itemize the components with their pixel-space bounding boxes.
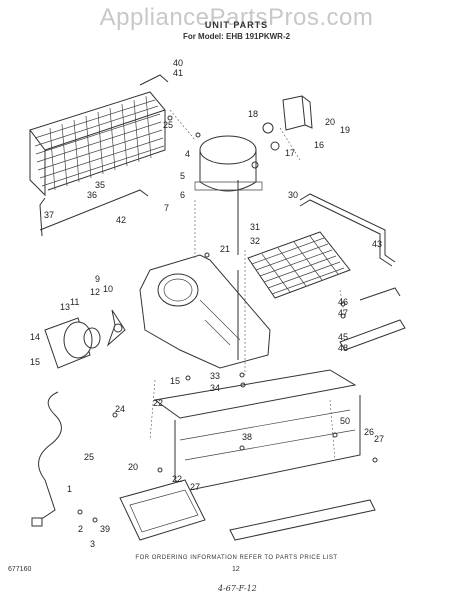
callout: 45 bbox=[338, 332, 348, 342]
callout: 19 bbox=[340, 125, 350, 135]
callout: 20 bbox=[325, 117, 335, 127]
callout: 10 bbox=[103, 284, 113, 294]
model-line: For Model: EHB 191PKWR-2 bbox=[182, 32, 291, 41]
callout: 13 bbox=[60, 302, 70, 312]
callout: 25 bbox=[84, 452, 94, 462]
page-number: 12 bbox=[232, 566, 240, 573]
callout: 31 bbox=[250, 222, 260, 232]
callout: 22 bbox=[172, 474, 182, 484]
callout: 48 bbox=[338, 343, 348, 353]
callout: 40 bbox=[173, 58, 183, 68]
watermark-text: AppliancePartsPros.com bbox=[99, 4, 374, 31]
callout: 17 bbox=[285, 148, 295, 158]
callout: 37 bbox=[44, 210, 54, 220]
callout: 18 bbox=[248, 109, 258, 119]
callout: 2 bbox=[78, 524, 83, 534]
diagram-title: UNIT PARTS bbox=[204, 20, 269, 30]
handwritten-note: 4-67-F-12 bbox=[218, 584, 257, 593]
callout-labels: 40 41 25 18 20 19 16 17 4 5 6 35 36 30 7… bbox=[30, 58, 384, 549]
callout: 15 bbox=[170, 376, 180, 386]
callout: 16 bbox=[314, 140, 324, 150]
callout: 34 bbox=[210, 383, 220, 393]
small-fasteners bbox=[77, 115, 378, 523]
callout: 14 bbox=[30, 332, 40, 342]
callout: 11 bbox=[70, 297, 79, 307]
callout: 6 bbox=[180, 190, 185, 200]
callout: 7 bbox=[164, 203, 169, 213]
ordering-note: FOR ORDERING INFORMATION REFER TO PARTS … bbox=[135, 555, 338, 561]
callout: 26 bbox=[364, 427, 374, 437]
callout: 27 bbox=[190, 482, 200, 492]
water-tube-bracket bbox=[339, 287, 406, 351]
callout: 4 bbox=[185, 149, 190, 159]
drain-tube bbox=[237, 180, 246, 375]
callout: 27 bbox=[374, 434, 384, 444]
callout: 47 bbox=[338, 308, 348, 318]
callout: 43 bbox=[372, 239, 382, 249]
callout: 46 bbox=[338, 297, 348, 307]
condenser-coil bbox=[247, 231, 351, 299]
callout: 42 bbox=[116, 215, 126, 225]
callout: 15 bbox=[30, 357, 40, 367]
callout: 32 bbox=[250, 236, 260, 246]
callout: 36 bbox=[87, 190, 97, 200]
callout: 21 bbox=[220, 244, 230, 254]
callout: 50 bbox=[340, 416, 350, 426]
power-cord bbox=[31, 391, 62, 527]
relay-and-capacitor bbox=[262, 95, 313, 151]
evaporator-tubing bbox=[39, 189, 149, 237]
condenser-tubing bbox=[299, 193, 396, 267]
callout: 30 bbox=[288, 190, 298, 200]
callout: 35 bbox=[95, 180, 105, 190]
dashed-assembly-lines bbox=[149, 109, 346, 461]
callout: 3 bbox=[90, 539, 95, 549]
callout: 20 bbox=[128, 462, 138, 472]
callout: 5 bbox=[180, 171, 185, 181]
callout: 12 bbox=[90, 287, 100, 297]
callout: 24 bbox=[115, 404, 125, 414]
compressor bbox=[194, 135, 263, 192]
callout: 33 bbox=[210, 371, 220, 381]
callout: 41 bbox=[173, 68, 183, 78]
evaporator-coil bbox=[29, 74, 169, 197]
callout: 38 bbox=[242, 432, 252, 442]
condenser-fan-motor bbox=[44, 309, 126, 369]
defrost-pan bbox=[119, 479, 206, 541]
fan-shroud-bracket bbox=[139, 254, 271, 369]
callout: 25 bbox=[163, 120, 173, 130]
doc-code: 677160 bbox=[8, 566, 32, 573]
callout: 22 bbox=[153, 398, 163, 408]
callout: 1 bbox=[67, 484, 72, 494]
callout: 9 bbox=[95, 274, 100, 284]
callout: 39 bbox=[100, 524, 110, 534]
